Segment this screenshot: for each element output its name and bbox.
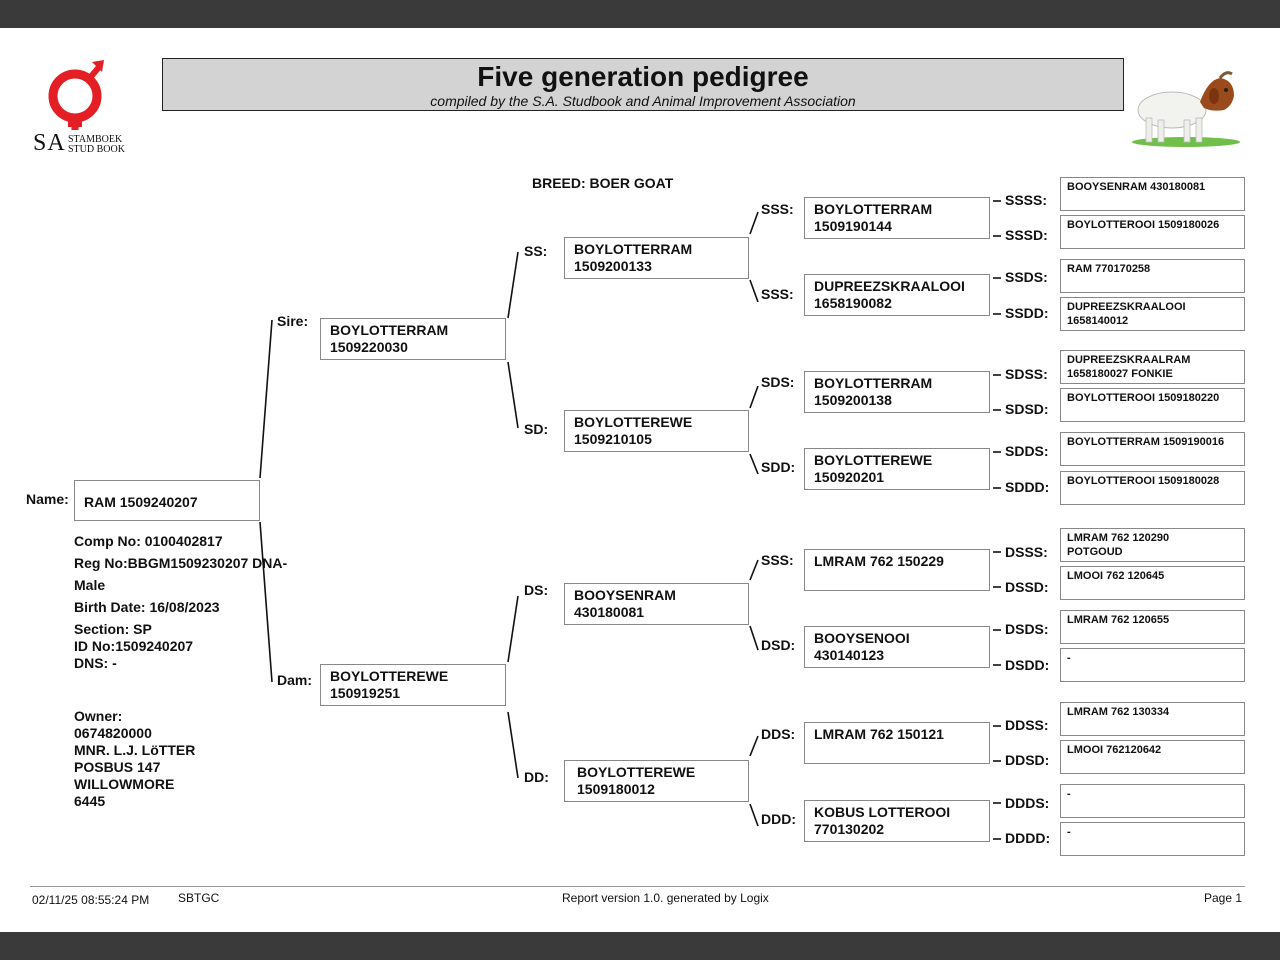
id-no: ID No:1509240207	[74, 638, 194, 654]
logo-line-2: STUD BOOK	[68, 144, 125, 155]
logo-subtext: STAMBOEK STUD BOOK	[68, 135, 125, 155]
sds-box: BOYLOTTERRAM 1509200138	[804, 371, 990, 413]
dsds-label: DSDS:	[1005, 621, 1049, 637]
dssd-label: DSSD:	[1005, 579, 1049, 595]
sire-box: BOYLOTTERRAM 1509220030	[320, 318, 506, 360]
ss-label: SS:	[524, 243, 548, 259]
sss-box: BOYLOTTERRAM 1509190144	[804, 197, 990, 239]
dsd-label: DSD:	[761, 637, 796, 653]
owner-phone: 0674820000	[74, 725, 152, 741]
ssss-box: BOOYSENRAM 430180081	[1060, 177, 1245, 211]
ddd-box: KOBUS LOTTEROOI 770130202	[804, 800, 990, 842]
logo-sa-text: SA	[33, 130, 66, 156]
sdds-label: SDDS:	[1005, 443, 1049, 459]
dddd-box: -	[1060, 822, 1245, 856]
owner-label: Owner:	[74, 708, 123, 724]
dds-label: DDS:	[761, 726, 796, 742]
sd-box: BOYLOTTEREWE 1509210105	[564, 410, 749, 452]
sex: Male	[74, 577, 106, 593]
dds-box: LMRAM 762 150121	[804, 722, 990, 764]
subject-animal-box: RAM 1509240207	[74, 480, 260, 521]
dsdd-box: -	[1060, 648, 1245, 682]
window-bottom-bar	[0, 932, 1280, 960]
sddd-label: SDDD:	[1005, 479, 1050, 495]
header-box: Five generation pedigree compiled by the…	[162, 58, 1124, 111]
dd-box: BOYLOTTEREWE 1509180012	[564, 760, 749, 802]
dam-box: BOYLOTTEREWE 150919251	[320, 664, 506, 706]
ssds-label: SSDS:	[1005, 269, 1048, 285]
dsd-box: BOOYSENOOI 430140123	[804, 626, 990, 668]
ddsd-label: DDSD:	[1005, 752, 1050, 768]
section: Section: SP	[74, 621, 152, 637]
sd-label: SD:	[524, 421, 549, 437]
dddd-label: DDDD:	[1005, 830, 1051, 846]
footer-code: SBTGC	[178, 891, 220, 905]
dd-label: DD:	[524, 769, 549, 785]
footer-page-number: Page 1	[1204, 891, 1243, 905]
sddd-box: BOYLOTTEROOI 1509180028	[1060, 471, 1245, 505]
ddd-label: DDD:	[761, 811, 796, 827]
ds-label: DS:	[524, 582, 549, 598]
logo-line-1: STAMBOEK	[68, 134, 123, 145]
ssdd-label: SSDD:	[1005, 305, 1049, 321]
sdd-label: SDD:	[761, 459, 796, 475]
dsds-box: LMRAM 762 120655	[1060, 610, 1245, 644]
dsdd-label: DSDD:	[1005, 657, 1050, 673]
sssd-box: BOYLOTTEROOI 1509180026	[1060, 215, 1245, 249]
owner-name: MNR. L.J. LöTTER	[74, 742, 196, 758]
dss-box: LMRAM 762 150229	[804, 549, 990, 591]
sdsd-label: SDSD:	[1005, 401, 1049, 417]
page-title: Five generation pedigree	[477, 61, 809, 92]
ddss-label: DDSS:	[1005, 717, 1049, 733]
footer-datetime: 02/11/25 08:55:24 PM	[32, 893, 150, 907]
sdss-label: SDSS:	[1005, 366, 1048, 382]
dssd-box: LMOOI 762 120645	[1060, 566, 1245, 600]
sdds-box: BOYLOTTERRAM 1509190016	[1060, 432, 1245, 466]
dsss-box: LMRAM 762 120290 POTGOUD	[1060, 528, 1245, 562]
owner-block: Owner: 0674820000 MNR. L.J. LöTTER POSBU…	[74, 708, 195, 810]
reg-no: Reg No:BBGM1509230207 DNA-	[74, 555, 288, 571]
owner-address-1: POSBUS 147	[74, 759, 161, 775]
ssdd-box: DUPREEZSKRAALOOI 1658140012	[1060, 297, 1245, 331]
boer-goat-illustration-icon	[1132, 71, 1240, 147]
sdss-box: DUPREEZSKRAALRAM 1658180027 FONKIE	[1060, 350, 1245, 384]
ssds-box: RAM 770170258	[1060, 259, 1245, 293]
page-subtitle: compiled by the S.A. Studbook and Animal…	[430, 93, 856, 109]
footer-report-version: Report version 1.0. generated by Logix	[562, 891, 769, 905]
owner-postcode: 6445	[74, 793, 106, 809]
ss-box: BOYLOTTERRAM 1509200133	[564, 237, 749, 279]
name-label: Name:	[26, 491, 69, 507]
sire-label: Sire:	[277, 313, 309, 329]
ds-box: BOOYSENRAM 430180081	[564, 583, 749, 625]
ssss-label: SSSS:	[1005, 192, 1048, 208]
birth-date: Birth Date: 16/08/2023	[74, 599, 220, 615]
sdsd-box: BOYLOTTEROOI 1509180220	[1060, 388, 1245, 422]
breed-label: BREED: BOER GOAT	[532, 175, 674, 191]
sss-label: SSS:	[761, 201, 794, 217]
ssd-box: DUPREEZSKRAALOOI 1658190082	[804, 274, 990, 316]
ddds-box: -	[1060, 784, 1245, 818]
sds-label: SDS:	[761, 374, 795, 390]
dam-label: Dam:	[277, 672, 313, 688]
dss-label: SSS:	[761, 552, 794, 568]
footer-divider	[30, 886, 1245, 887]
ddsd-box: LMOOI 762120642	[1060, 740, 1245, 774]
dsss-label: DSSS:	[1005, 544, 1048, 560]
sssd-label: SSSD:	[1005, 227, 1048, 243]
ddss-box: LMRAM 762 130334	[1060, 702, 1245, 736]
window-top-bar	[0, 0, 1280, 28]
dns: DNS: -	[74, 655, 117, 671]
owner-address-2: WILLOWMORE	[74, 776, 175, 792]
comp-no: Comp No: 0100402817	[74, 533, 223, 549]
sdd-box: BOYLOTTEREWE 150920201	[804, 448, 990, 490]
ssd-label: SSS:	[761, 286, 794, 302]
ddds-label: DDDS:	[1005, 795, 1050, 811]
studbook-logo-icon	[48, 60, 104, 130]
